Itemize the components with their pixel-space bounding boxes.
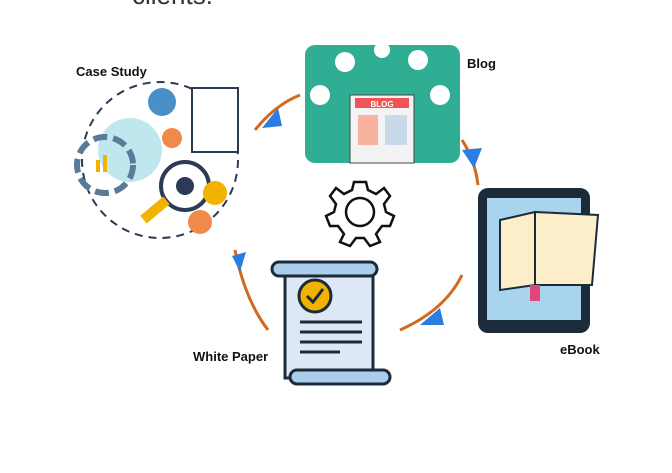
blog-sign: BLOG	[370, 100, 393, 109]
arrowhead-icon	[262, 108, 282, 128]
label-blog: Blog	[467, 56, 496, 71]
gear-icon	[324, 180, 396, 248]
arrowhead-icon	[232, 252, 246, 272]
blog-illustration: BLOG	[305, 42, 460, 164]
label-ebook: eBook	[560, 342, 600, 357]
arrow-ebook-to-paper	[399, 274, 464, 332]
arrow-case-to-blog	[253, 93, 301, 131]
arrowhead-icon	[420, 308, 444, 325]
arrowhead-icon	[462, 148, 482, 168]
ebook-illustration	[478, 188, 600, 333]
arrowheads	[232, 108, 482, 325]
label-case-study: Case Study	[76, 64, 147, 79]
header-text-fragment: clients.	[132, 0, 213, 11]
white-paper-illustration	[270, 260, 392, 386]
label-white-paper: White Paper	[193, 349, 269, 364]
case-study-illustration	[74, 81, 239, 239]
